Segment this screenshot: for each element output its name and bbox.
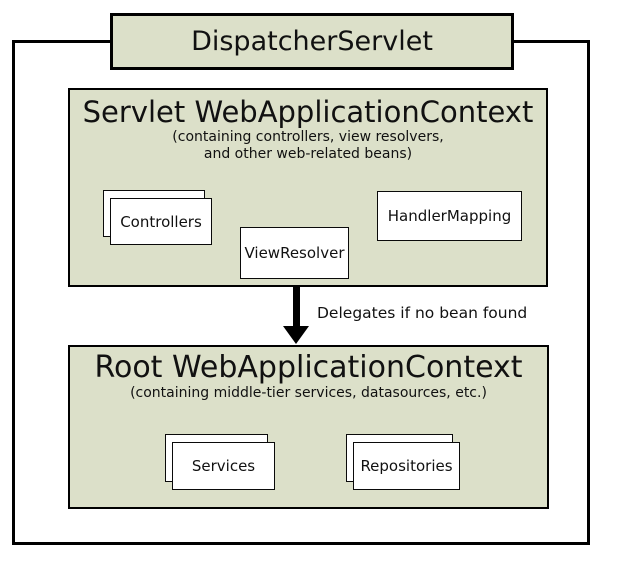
view-resolver-label: ViewResolver [244,244,345,262]
handler-mapping-label: HandlerMapping [387,207,512,225]
dispatcher-servlet-box: DispatcherServlet [110,13,514,70]
down-arrow-icon [283,326,309,344]
dispatcher-servlet-label: DispatcherServlet [191,26,433,57]
servlet-context-box: Servlet WebApplicationContext (containin… [68,88,548,287]
root-context-box: Root WebApplicationContext (containing m… [68,345,549,509]
repositories-stack: Repositories [346,434,461,491]
servlet-context-caption-line2: and other web-related beans) [203,146,413,162]
delegation-arrow-line [293,287,300,329]
repositories-label: Repositories [360,457,453,475]
services-label: Services [191,457,256,475]
servlet-context-title: Servlet WebApplicationContext [82,95,534,129]
repositories-box: Repositories [353,442,460,490]
root-context-caption: (containing middle-tier services, dataso… [130,385,487,401]
servlet-context-caption-line1: (containing controllers, view resolvers, [172,129,444,145]
root-context-title: Root WebApplicationContext [94,350,523,385]
controllers-stack: Controllers [103,190,213,246]
services-box: Services [172,442,275,490]
delegation-arrow-label: Delegates if no bean found [317,304,528,322]
controllers-label: Controllers [120,212,202,231]
servlet-context-caption: (containing controllers, view resolvers,… [70,129,546,163]
handler-mapping-box: HandlerMapping [377,191,522,241]
view-resolver-box: ViewResolver [240,227,349,279]
controllers-box: Controllers [110,198,212,245]
services-stack: Services [165,434,276,491]
